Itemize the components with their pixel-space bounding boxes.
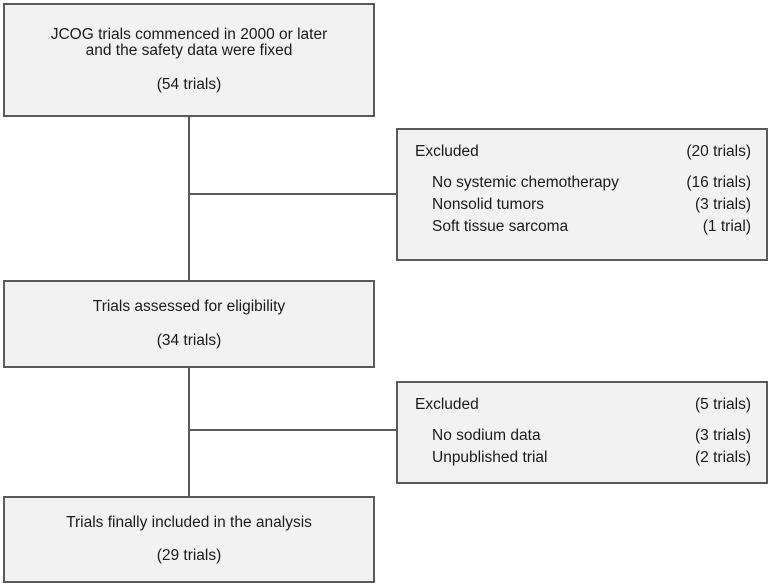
excluded-second-total: (5 trials) [695, 396, 751, 413]
excluded-first-label: Excluded [415, 143, 479, 160]
excluded-second-label: Excluded [415, 396, 479, 413]
excluded-second-reason-row: Unpublished trial (2 trials) [415, 447, 751, 469]
excluded-first-reason-2-count: (1 trial) [702, 218, 751, 235]
node-excluded-first: Excluded (20 trials) No systemic chemoth… [396, 128, 768, 261]
connector-branch-excluded-1 [188, 193, 396, 195]
excluded-first-reason-row: No systemic chemotherapy (16 trials) [415, 172, 751, 194]
node-trials-commenced-line2: and the safety data were fixed [85, 42, 293, 60]
node-trials-final-line1: Trials finally included in the analysis [66, 513, 312, 531]
excluded-first-header-row: Excluded (20 trials) [415, 141, 751, 163]
excluded-first-reason-row: Nonsolid tumors (3 trials) [415, 194, 751, 216]
excluded-first-reason-0-label: No systemic chemotherapy [432, 174, 619, 191]
connector-vertical-top [188, 117, 190, 280]
node-trials-final-count: (29 trials) [156, 547, 222, 564]
node-excluded-second: Excluded (5 trials) No sodium data (3 tr… [396, 381, 768, 484]
excluded-first-reason-row: Soft tissue sarcoma (1 trial) [415, 216, 751, 238]
excluded-first-reason-2-label: Soft tissue sarcoma [432, 218, 569, 235]
excluded-second-header-row: Excluded (5 trials) [415, 394, 751, 416]
connector-branch-excluded-2 [188, 429, 396, 431]
node-trials-assessed-count: (34 trials) [156, 331, 222, 349]
excluded-first-total: (20 trials) [686, 143, 751, 160]
excluded-first-reason-0-count: (16 trials) [686, 174, 751, 191]
node-trials-assessed-line1: Trials assessed for eligibility [92, 298, 286, 316]
node-trials-commenced: JCOG trials commenced in 2000 or later a… [3, 3, 375, 117]
excluded-second-reason-row: No sodium data (3 trials) [415, 425, 751, 447]
excluded-second-reason-1-label: Unpublished trial [432, 449, 548, 466]
node-trials-assessed: Trials assessed for eligibility (34 tria… [3, 280, 375, 368]
excluded-second-reason-1-count: (2 trials) [695, 449, 751, 466]
node-trials-commenced-line1: JCOG trials commenced in 2000 or later [50, 26, 328, 44]
node-trials-final: Trials finally included in the analysis … [3, 496, 375, 583]
connector-vertical-bottom [188, 368, 190, 496]
excluded-second-reason-0-count: (3 trials) [695, 427, 751, 444]
excluded-first-reason-1-label: Nonsolid tumors [432, 196, 544, 213]
excluded-second-reason-0-label: No sodium data [432, 427, 541, 444]
excluded-first-reason-1-count: (3 trials) [695, 196, 751, 213]
node-trials-commenced-count: (54 trials) [156, 75, 222, 93]
